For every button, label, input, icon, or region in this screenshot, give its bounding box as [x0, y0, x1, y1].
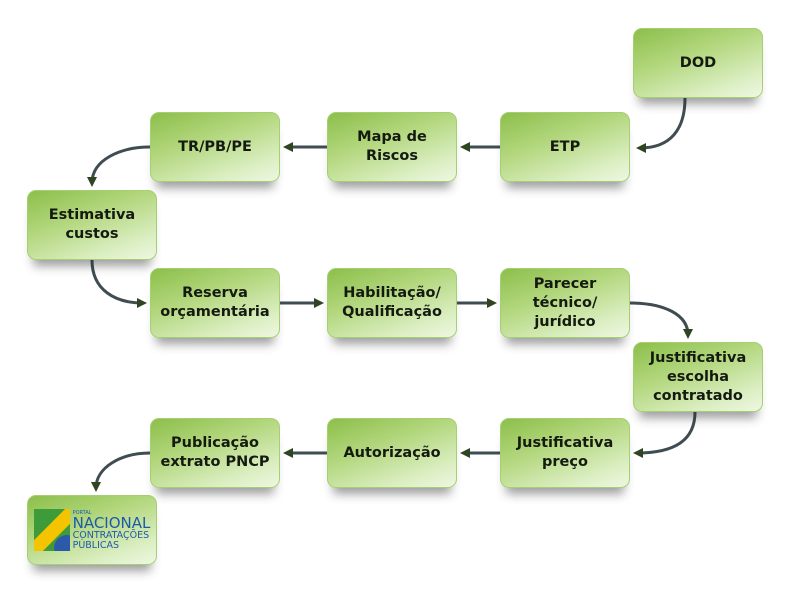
arrow-estimativa-reserva [90, 259, 147, 308]
arrow-publicacao-logo [91, 451, 151, 492]
pncp-logo-box: PORTAL NACIONAL CONTRATAÇÕES PÚBLICAS [27, 495, 157, 565]
step-habilitacao: Habilitação/ Qualificação [327, 268, 457, 338]
arrow-tr-estimativa [87, 145, 151, 187]
step-autorizacao: Autorização [327, 418, 457, 488]
arrow-dod-etp [636, 97, 687, 153]
brazil-flag-icon [33, 509, 70, 551]
step-parecer: Parecer técnico/ jurídico [500, 268, 630, 338]
step-justificativa-escolha: Justificativa escolha contratado [633, 342, 763, 412]
pncp-logo-text: PORTAL NACIONAL CONTRATAÇÕES PÚBLICAS [72, 509, 151, 551]
arrow-escolha-preco [633, 411, 697, 458]
arrow-parecer-escolha [629, 301, 693, 339]
step-justificativa-preco: Justificativa preço [500, 418, 630, 488]
step-reserva-orcamentaria: Reserva orçamentária [150, 268, 280, 338]
step-estimativa-custos: Estimativa custos [27, 190, 157, 260]
step-dod: DOD [633, 28, 763, 98]
step-publicacao-pncp: Publicação extrato PNCP [150, 418, 280, 488]
step-mapa-riscos: Mapa de Riscos [327, 112, 457, 182]
step-tr-pb-pe: TR/PB/PE [150, 112, 280, 182]
step-etp: ETP [500, 112, 630, 182]
